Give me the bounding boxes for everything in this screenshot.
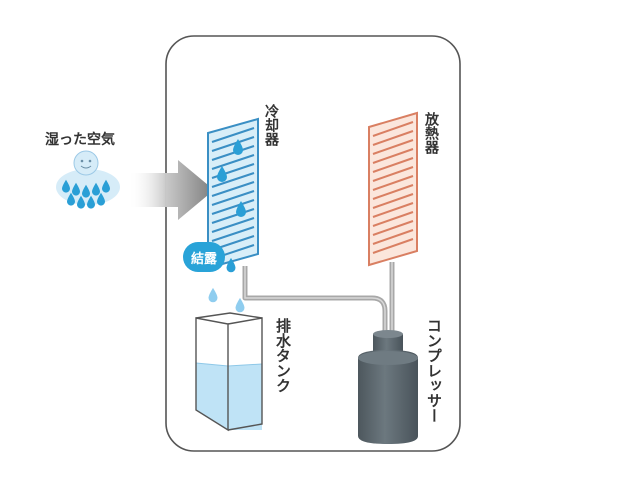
- water-drop-icon: [97, 192, 105, 206]
- radiator-fin: [372, 184, 414, 200]
- radiator-fin: [372, 211, 414, 227]
- cooler-fin: [211, 199, 255, 215]
- water-drop-icon: [62, 179, 70, 193]
- cooler-fin: [211, 181, 255, 197]
- radiator-fins: [372, 121, 414, 254]
- drain-tank: [195, 312, 263, 432]
- cooler-drops: [217, 139, 246, 273]
- radiator-fin: [372, 139, 414, 155]
- cooler-fin: [211, 172, 255, 188]
- radiator-fin: [372, 157, 414, 173]
- water-drop-icon: [226, 257, 236, 273]
- humid-air-label: 湿った空気: [45, 132, 115, 148]
- water-drop-icon: [92, 182, 100, 196]
- water-drop-icon: [82, 184, 90, 198]
- cooler-fin: [211, 127, 255, 143]
- water-drop-icon: [208, 287, 218, 303]
- water-drop-icon: [77, 195, 85, 209]
- water-drop-icon: [72, 182, 80, 196]
- condensation-badge: 結露: [183, 242, 225, 272]
- airflow-arrow: [128, 160, 214, 220]
- radiator-fin: [372, 121, 414, 137]
- compressor-label: コンプレッサー: [425, 318, 443, 423]
- radiator-fin: [372, 193, 414, 209]
- cooler-fin: [211, 136, 255, 152]
- cooler-fin: [211, 145, 255, 161]
- radiator-coil: [368, 111, 418, 267]
- water-drop-icon: [233, 139, 243, 155]
- radiator-fin: [372, 166, 414, 182]
- radiator-label: 放熱器: [423, 112, 439, 154]
- water-drop-icon: [217, 166, 227, 182]
- radiator-fin: [372, 238, 414, 254]
- cooler-label: 冷却器: [263, 104, 279, 146]
- humid-air-drops: [62, 179, 110, 209]
- water-drop-icon: [87, 195, 95, 209]
- water-drop-icon: [235, 297, 245, 313]
- cooler-fin: [211, 208, 255, 224]
- compressor: [358, 330, 418, 444]
- cooler-fin: [211, 217, 255, 233]
- water-drop-icon: [102, 179, 110, 193]
- cooler-fins: [211, 127, 255, 260]
- radiator-fin: [372, 148, 414, 164]
- water-drop-icon: [67, 192, 75, 206]
- cooler-coil: [207, 117, 259, 273]
- radiator-fin: [372, 130, 414, 146]
- drain-tank-label: 排水タンク: [274, 318, 292, 393]
- cooler-fin: [211, 190, 255, 206]
- radiator-fin: [372, 175, 414, 191]
- radiator-fin: [372, 220, 414, 236]
- radiator-fin: [372, 229, 414, 245]
- cooler-fin: [211, 226, 255, 242]
- water-drop-icon: [236, 201, 246, 217]
- cooler-fin: [211, 154, 255, 170]
- radiator-fin: [372, 202, 414, 218]
